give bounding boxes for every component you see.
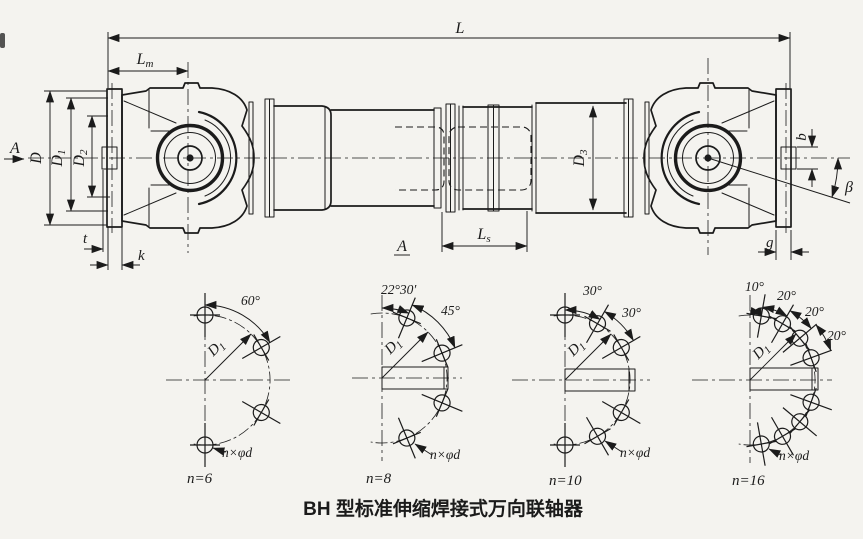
- holes-label: n×φd: [779, 448, 809, 463]
- dim-D1-side-base: D: [49, 155, 66, 168]
- figure-caption: BH 型标准伸缩焊接式万向联轴器: [303, 497, 584, 520]
- dim-Ls-sub: s: [486, 233, 490, 245]
- dim-Lm-base: L: [136, 51, 146, 68]
- section-A-left-label: A: [9, 140, 20, 157]
- n-count-label: n=16: [732, 473, 765, 489]
- dim-D1-side-sub: 1: [56, 149, 68, 155]
- dim-D2-sub: 2: [78, 149, 90, 155]
- n-count-label: n=10: [549, 473, 582, 489]
- dim-D3-label: D3: [571, 149, 590, 168]
- dimension-b: b: [794, 129, 818, 187]
- dim-D1-side-label: D1: [49, 149, 68, 167]
- angle-label: 30°: [582, 283, 603, 298]
- spline-hidden-lines: [395, 126, 532, 191]
- bolt-pattern-n8: 22°30′ 45° D1 n×φd n=8: [352, 282, 469, 487]
- angle-label: 20°: [777, 288, 797, 303]
- dim-b-label: b: [794, 133, 810, 141]
- n-count-label: n=6: [187, 471, 213, 487]
- dim-Lm-label: Lm: [136, 51, 154, 70]
- dim-k-label: k: [138, 248, 145, 264]
- dim-D-label: D: [28, 152, 45, 165]
- holes-label: n×φd: [222, 445, 252, 460]
- angle-label: 60°: [241, 293, 261, 308]
- dim-D-base: D: [28, 152, 45, 165]
- dimension-D1-side: D1: [49, 97, 108, 212]
- dim-Ls-base: L: [476, 226, 486, 243]
- n-count-label: n=8: [366, 471, 392, 487]
- dim-L-base: L: [455, 20, 465, 37]
- dim-g-label: g: [766, 235, 774, 251]
- angle-label: 22°30′: [381, 282, 417, 297]
- dimension-t: t: [83, 170, 104, 254]
- bolt-pattern-n6: 60° D1 n×φd n=6: [166, 292, 290, 487]
- dimension-g: g: [758, 230, 809, 260]
- angle-label: 10°: [745, 279, 765, 294]
- angle-label: 20°: [827, 328, 847, 343]
- scan-artifact: [0, 33, 5, 48]
- dimension-D3: D3: [571, 105, 598, 211]
- holes-label: n×φd: [430, 447, 460, 462]
- dimension-Lm: Lm: [107, 51, 189, 76]
- side-view: L Lm A D D1 D2 t: [4, 20, 853, 270]
- dim-beta-label: β: [844, 179, 853, 196]
- dim-t-label: t: [83, 231, 88, 247]
- section-A-mid-label: A: [396, 238, 407, 255]
- holes-label: n×φd: [620, 445, 650, 460]
- angle-label: 30°: [621, 305, 642, 320]
- dim-D3-base: D: [571, 155, 588, 168]
- section-arrow-A: A: [4, 140, 25, 164]
- dimension-beta: β: [707, 157, 853, 204]
- dimension-Ls: Ls: [441, 211, 528, 252]
- dim-D3-sub: 3: [578, 149, 590, 156]
- angle-label: 45°: [441, 303, 461, 318]
- dim-L-label: L: [455, 20, 465, 37]
- dimension-D: D: [28, 90, 107, 226]
- dim-Ls-label: Ls: [476, 226, 490, 245]
- dimension-L: L: [107, 20, 791, 88]
- angle-label: 20°: [805, 304, 825, 319]
- dimension-k: k: [90, 227, 145, 270]
- dim-D2-base: D: [71, 155, 88, 168]
- section-cut-A: A: [394, 238, 410, 256]
- dimension-D2: D2: [71, 115, 110, 198]
- shaft-tubes: [273, 102, 627, 214]
- dim-D2-label: D2: [71, 149, 90, 168]
- dim-Lm-sub: m: [145, 58, 153, 70]
